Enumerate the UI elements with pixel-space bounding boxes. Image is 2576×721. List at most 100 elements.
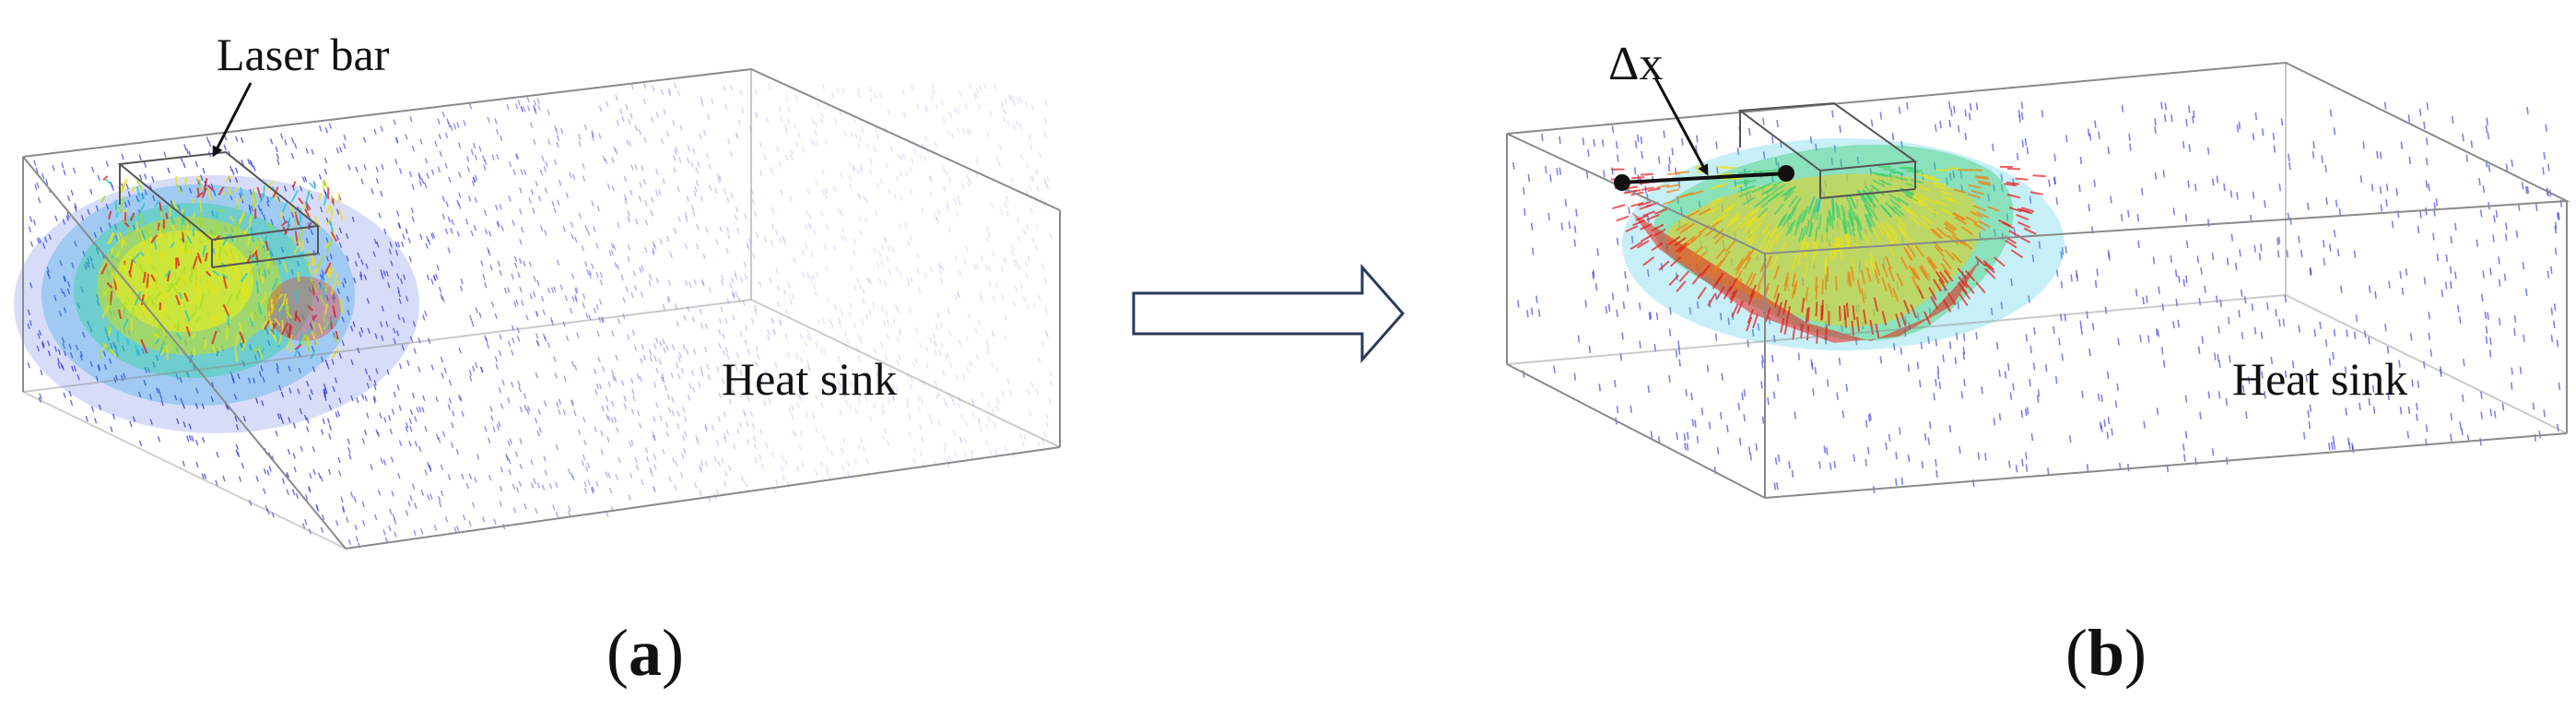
vector-arrow bbox=[2489, 267, 2492, 276]
vector-arrow bbox=[240, 272, 249, 283]
vector-arrow bbox=[700, 96, 704, 103]
vector-arrow bbox=[759, 141, 762, 148]
vector-arrow bbox=[815, 180, 818, 186]
vector-arrow bbox=[2177, 319, 2180, 327]
vector-arrow bbox=[312, 313, 318, 321]
vector-arrow bbox=[1647, 384, 1651, 394]
vector-arrow bbox=[753, 210, 758, 217]
vector-arrow bbox=[811, 274, 816, 280]
vector-arrow bbox=[1517, 300, 1520, 308]
vector-arrow bbox=[1650, 431, 1653, 439]
vector-arrow bbox=[648, 349, 653, 356]
vector-arrow bbox=[394, 159, 398, 165]
vector-arrow bbox=[2340, 285, 2343, 293]
vector-arrow bbox=[937, 263, 941, 269]
vector-arrow bbox=[462, 514, 466, 521]
vector-arrow bbox=[411, 183, 415, 190]
vector-arrow bbox=[63, 275, 66, 282]
vector-arrow bbox=[256, 350, 261, 357]
vector-arrow bbox=[744, 411, 747, 419]
vector-arrow bbox=[661, 372, 665, 379]
vector-arrow bbox=[618, 108, 623, 114]
delta-x-callout: Δx bbox=[1608, 38, 1794, 191]
vector-arrow bbox=[441, 111, 445, 118]
vector-arrow bbox=[171, 257, 176, 268]
vector-arrow bbox=[281, 200, 288, 214]
vector-arrow bbox=[440, 490, 444, 497]
vector-arrow bbox=[2526, 185, 2530, 195]
vector-arrow bbox=[424, 182, 428, 189]
vector-arrow bbox=[196, 253, 203, 264]
vector-arrow bbox=[41, 172, 45, 180]
vector-arrow bbox=[1850, 266, 1855, 281]
vector-arrow bbox=[123, 372, 126, 379]
vector-arrow bbox=[476, 454, 480, 460]
vector-arrow bbox=[794, 123, 797, 130]
vector-arrow bbox=[117, 309, 123, 319]
vector-arrow bbox=[908, 306, 912, 313]
vector-arrow bbox=[1641, 186, 1654, 191]
vector-arrow bbox=[1856, 278, 1862, 294]
vector-arrow bbox=[628, 140, 632, 147]
vector-arrow bbox=[479, 366, 484, 373]
vector-arrow bbox=[339, 298, 344, 314]
vector-arrow bbox=[87, 257, 90, 265]
vector-arrow bbox=[638, 422, 642, 429]
vector-arrow bbox=[474, 174, 478, 182]
vector-arrow bbox=[125, 337, 130, 346]
vector-arrow bbox=[204, 282, 208, 290]
vector-arrow bbox=[2542, 167, 2545, 175]
vector-arrow bbox=[970, 397, 974, 404]
vector-arrow bbox=[518, 257, 523, 265]
vector-arrow bbox=[253, 354, 258, 361]
vector-arrow bbox=[601, 405, 605, 412]
vector-arrow bbox=[1797, 209, 1806, 224]
vector-arrow bbox=[372, 251, 376, 257]
vector-arrow bbox=[1625, 225, 1639, 233]
vector-arrow bbox=[674, 82, 677, 89]
vector-arrow bbox=[701, 279, 705, 286]
vector-arrow bbox=[236, 197, 240, 206]
vector-arrow bbox=[326, 238, 333, 253]
vector-arrow bbox=[519, 406, 523, 413]
vector-arrow bbox=[2036, 395, 2040, 403]
vector-arrow bbox=[755, 231, 759, 239]
vector-arrow bbox=[2106, 431, 2110, 440]
vector-arrow bbox=[778, 318, 782, 325]
vector-arrow bbox=[696, 438, 700, 445]
vector-arrow bbox=[548, 482, 552, 490]
vector-arrow bbox=[699, 308, 703, 315]
vector-arrow bbox=[1933, 393, 1935, 401]
vector-arrow bbox=[988, 266, 992, 272]
vector-arrow bbox=[774, 230, 779, 236]
vector-arrow bbox=[354, 524, 358, 531]
vector-arrow bbox=[677, 356, 681, 362]
vector-arrow bbox=[534, 106, 537, 112]
vector-arrow bbox=[641, 265, 644, 272]
vector-arrow bbox=[431, 232, 436, 239]
vector-arrow bbox=[63, 349, 67, 357]
vector-arrow bbox=[627, 210, 630, 217]
vector-arrow bbox=[543, 455, 547, 462]
vector-arrow bbox=[192, 283, 201, 298]
vector-arrow bbox=[124, 201, 128, 208]
vector-arrow bbox=[859, 166, 864, 173]
vector-arrow bbox=[2240, 289, 2243, 298]
vector-arrow bbox=[838, 207, 841, 215]
vector-arrow bbox=[2450, 412, 2453, 420]
vector-arrow bbox=[58, 310, 63, 317]
vector-arrow bbox=[1667, 163, 1671, 172]
vector-arrow bbox=[170, 242, 175, 249]
vector-arrow bbox=[824, 266, 829, 272]
vector-arrow bbox=[644, 200, 648, 207]
vector-arrow bbox=[1025, 272, 1029, 279]
vector-arrow bbox=[1700, 264, 1711, 277]
vector-arrow bbox=[1870, 119, 1874, 127]
vector-arrow bbox=[865, 277, 870, 284]
vector-arrow bbox=[2182, 141, 2185, 149]
vector-arrow bbox=[806, 328, 810, 336]
vector-arrow bbox=[252, 245, 259, 254]
vector-arrow bbox=[1738, 437, 1742, 445]
vector-arrow bbox=[1945, 226, 1957, 236]
vector-arrow bbox=[602, 366, 606, 372]
